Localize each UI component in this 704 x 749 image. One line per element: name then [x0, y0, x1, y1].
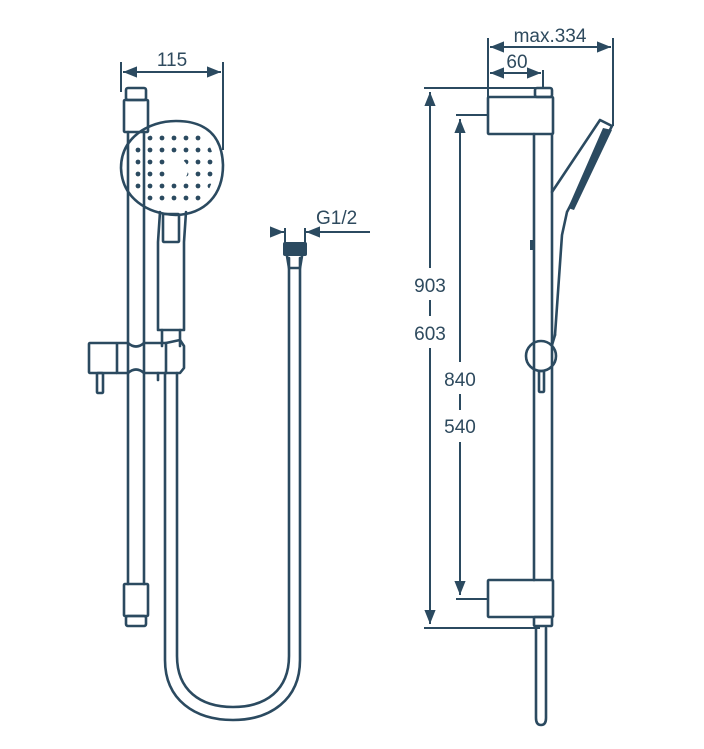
dimension-label-max-334: max.334: [514, 26, 587, 47]
dimension-bracket-projection: 60: [490, 52, 544, 88]
dimension-label-603: 603: [414, 324, 446, 345]
dimension-label-60: 60: [506, 52, 527, 73]
side-view: max.334 60 903 603 840 540: [414, 26, 614, 727]
side-rail: [530, 132, 554, 582]
hand-shower-side: [550, 118, 614, 347]
dimension-label-540: 540: [444, 417, 476, 438]
hand-shower-head: [119, 119, 225, 217]
dimension-max-projection: max.334: [487, 26, 614, 126]
dimension-thread: G1/2: [270, 208, 370, 244]
dimension-label-g1-2: G1/2: [316, 208, 357, 229]
hand-shower-handle: [156, 210, 188, 348]
dimension-total-height: 903 603: [414, 87, 540, 629]
thread-nut: [283, 242, 307, 256]
shower-hose: [163, 256, 302, 722]
dimension-label-903: 903: [414, 276, 446, 297]
dimension-head-width: 115: [120, 50, 224, 150]
front-view: 115: [87, 50, 302, 722]
dimension-bracket-spacing: 840 540: [444, 114, 488, 600]
bottom-wall-bracket: [486, 578, 555, 727]
hose-connector-view: G1/2: [270, 208, 370, 270]
dimension-label-840: 840: [444, 370, 476, 391]
top-wall-bracket: [486, 86, 555, 136]
slider-holder: [87, 338, 186, 395]
slider-knob: [524, 339, 558, 394]
dimension-label-115: 115: [157, 50, 187, 71]
